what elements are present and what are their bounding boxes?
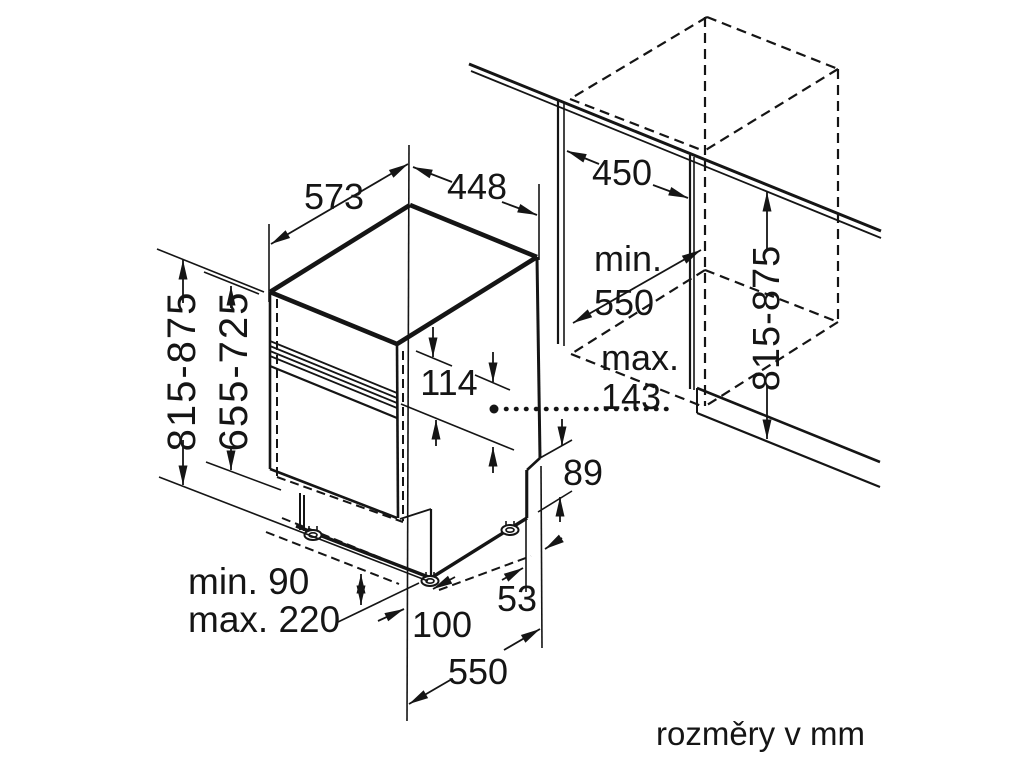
dim-550-min-label: 550 (594, 282, 654, 323)
dim-815-875-left-label: 815-875 (160, 291, 204, 452)
countertop (468, 62, 882, 239)
dim-53-label: 53 (497, 578, 537, 619)
control-fascia-band (269, 340, 398, 520)
extension-lines (156, 144, 573, 722)
dim-143-label: 143 (601, 376, 661, 417)
dim-448-label: 448 (447, 166, 507, 207)
dim-550-label: 550 (448, 651, 508, 692)
adjacent-cabinet-dashed-outline (569, 15, 840, 409)
foot-icon (303, 526, 323, 541)
appliance-base (295, 493, 528, 580)
dim-655-725-label: 655-725 (212, 291, 256, 452)
dim-573-label: 573 (304, 176, 364, 217)
dimension-arrows (178, 150, 772, 705)
dim-min-label: min. (594, 238, 662, 279)
foot-icon (500, 521, 520, 536)
dimension-labels: 573 448 450 min. 550 max. 143 114 89 min… (160, 152, 788, 692)
dim-114-label: 114 (420, 362, 477, 403)
dim-815-875-right-label: 815-875 (746, 245, 788, 391)
furniture-door-dashed-outline (265, 299, 532, 591)
dim-max-220-label: max. 220 (188, 599, 340, 640)
dim-89-label: 89 (563, 452, 603, 493)
adjustable-feet (303, 521, 520, 587)
niche-side-partition (556, 100, 565, 346)
dim-450-label: 450 (592, 152, 652, 193)
dotted-reference-line (489, 404, 671, 414)
units-caption: rozměry v mm (656, 715, 865, 752)
floor-plinth-strip (696, 386, 881, 489)
niche-right-wall (688, 155, 695, 390)
dim-100-label: 100 (412, 604, 472, 645)
dishwasher-outline (268, 202, 542, 519)
dim-max-label: max. (601, 337, 679, 378)
dim-min-90-label: min. 90 (188, 561, 309, 602)
